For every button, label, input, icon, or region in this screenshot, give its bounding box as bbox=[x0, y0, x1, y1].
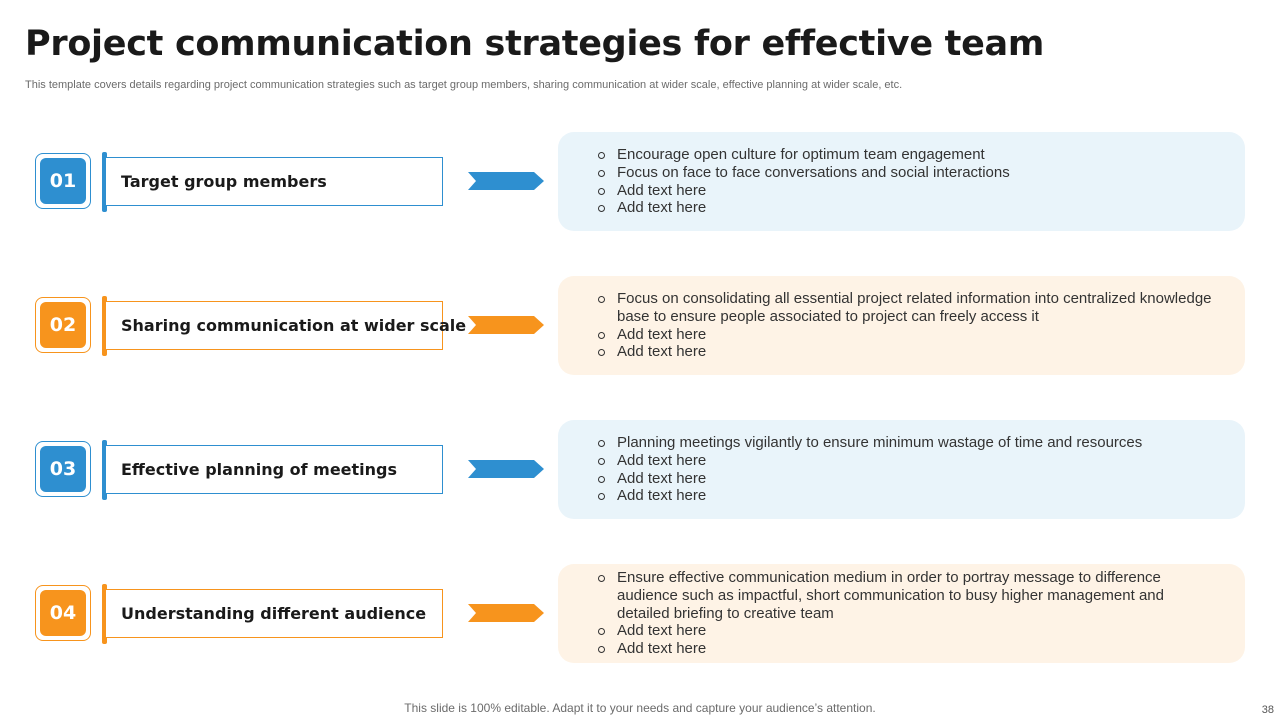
arrow-right-icon bbox=[468, 172, 544, 190]
bullet-item: Focus on face to face conversations and … bbox=[598, 164, 1215, 182]
strategy-label-box: Understanding different audience bbox=[106, 589, 443, 638]
bullet-item: Add text here bbox=[598, 182, 1215, 200]
strategy-row: 01 Target group members Encourage open cul… bbox=[0, 132, 1280, 232]
arrow-right-icon bbox=[468, 460, 544, 478]
step-number-badge: 01 bbox=[35, 153, 91, 209]
strategy-label-box: Target group members bbox=[106, 157, 443, 206]
strategy-row: 02 Sharing communication at wider scale Fo… bbox=[0, 276, 1280, 376]
bullet-item: Encourage open culture for optimum team … bbox=[598, 146, 1215, 164]
step-number: 02 bbox=[40, 302, 86, 348]
bullet-item: Add text here bbox=[598, 622, 1215, 640]
bullet-item: Add text here bbox=[598, 326, 1215, 344]
bullet-item: Add text here bbox=[598, 487, 1215, 505]
arrow-right-icon bbox=[468, 604, 544, 622]
bullet-item: Add text here bbox=[598, 199, 1215, 217]
strategy-label-box: Sharing communication at wider scale bbox=[106, 301, 466, 350]
bullet-item: Focus on consolidating all essential pro… bbox=[598, 290, 1215, 325]
bullet-item: Planning meetings vigilantly to ensure m… bbox=[598, 434, 1215, 452]
strategy-details-panel: Ensure effective communication medium in… bbox=[558, 564, 1245, 663]
bullet-item: Add text here bbox=[598, 470, 1215, 488]
bullet-item: Add text here bbox=[598, 640, 1215, 658]
step-number: 01 bbox=[40, 158, 86, 204]
strategy-row: 03 Effective planning of meetings Planning… bbox=[0, 420, 1280, 520]
accent-bar bbox=[102, 152, 107, 212]
strategy-label: Effective planning of meetings bbox=[121, 460, 398, 479]
step-number-badge: 04 bbox=[35, 585, 91, 641]
strategy-label: Target group members bbox=[121, 172, 327, 191]
strategy-details-panel: Planning meetings vigilantly to ensure m… bbox=[558, 420, 1245, 519]
step-number-badge: 03 bbox=[35, 441, 91, 497]
footer-note: This slide is 100% editable. Adapt it to… bbox=[404, 701, 876, 715]
arrow-right-icon bbox=[468, 316, 544, 334]
strategy-label: Understanding different audience bbox=[121, 604, 427, 623]
bullet-list: Planning meetings vigilantly to ensure m… bbox=[598, 434, 1215, 505]
strategy-details-panel: Focus on consolidating all essential pro… bbox=[558, 276, 1245, 375]
strategy-label-box: Effective planning of meetings bbox=[106, 445, 443, 494]
bullet-item: Add text here bbox=[598, 452, 1215, 470]
step-number-badge: 02 bbox=[35, 297, 91, 353]
accent-bar bbox=[102, 584, 107, 644]
accent-bar bbox=[102, 440, 107, 500]
page-number: 38 bbox=[1261, 704, 1274, 716]
bullet-list: Encourage open culture for optimum team … bbox=[598, 146, 1215, 217]
accent-bar bbox=[102, 296, 107, 356]
strategy-row: 04 Understanding different audience Ensure… bbox=[0, 564, 1280, 664]
step-number: 03 bbox=[40, 446, 86, 492]
strategy-details-panel: Encourage open culture for optimum team … bbox=[558, 132, 1245, 231]
page-title: Project communication strategies for eff… bbox=[25, 24, 1044, 64]
bullet-list: Ensure effective communication medium in… bbox=[598, 569, 1215, 658]
bullet-list: Focus on consolidating all essential pro… bbox=[598, 290, 1215, 361]
strategy-label: Sharing communication at wider scale bbox=[121, 316, 467, 335]
step-number: 04 bbox=[40, 590, 86, 636]
bullet-item: Ensure effective communication medium in… bbox=[598, 569, 1215, 622]
bullet-item: Add text here bbox=[598, 343, 1215, 361]
page-subtitle: This template covers details regarding p… bbox=[25, 79, 903, 91]
